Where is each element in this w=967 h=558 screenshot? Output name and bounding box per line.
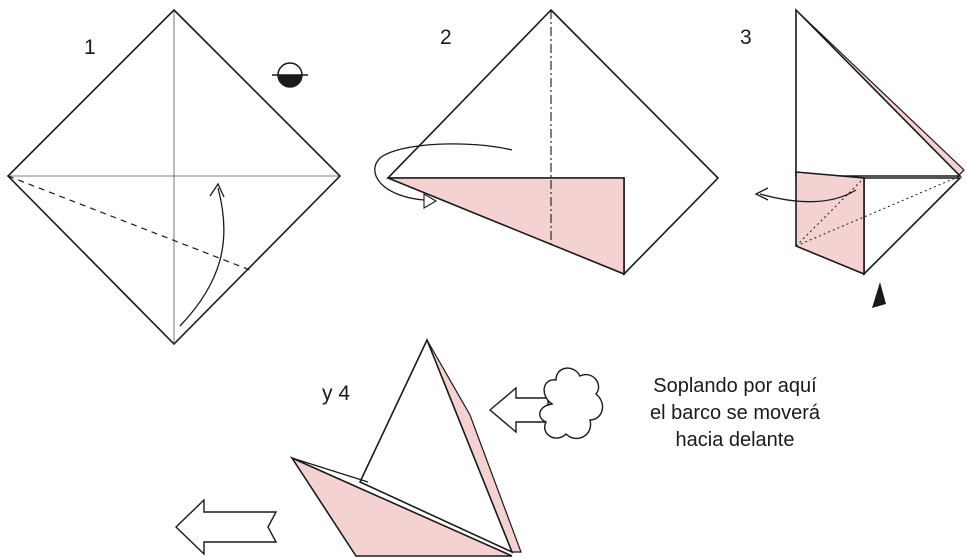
step-3-crease-diagonal — [795, 177, 865, 247]
boat-direction-arrow — [174, 498, 278, 556]
push-pointer-icon — [872, 282, 886, 308]
turn-over-icon — [272, 62, 308, 88]
step-2-arrow-head — [423, 193, 438, 209]
step-3-arrow-head — [754, 187, 769, 201]
step-2-folded-flap — [387, 177, 625, 276]
step-4-label: y 4 — [322, 382, 351, 405]
boat-hull — [289, 456, 513, 557]
caption-line-3: hacia delante — [675, 429, 795, 451]
caption-line-2: el barco se moverá — [649, 402, 821, 424]
step-2-turn-arrow — [374, 143, 513, 201]
boat-hull-inner-edge — [291, 457, 369, 483]
step-2-label: 2 — [440, 26, 452, 49]
step-3-upper-half — [795, 8, 962, 177]
step-3-pull-arrow — [759, 189, 857, 203]
step-1-arrow-head — [209, 182, 225, 198]
step-1-label: 1 — [84, 36, 96, 59]
step-4-boat-figure — [289, 337, 522, 557]
step-3-figure — [754, 8, 965, 308]
blow-cloud-icon — [539, 367, 604, 439]
step-2-figure — [374, 8, 720, 276]
caption-line-1: Soplando por aquí — [653, 375, 817, 397]
step-1-figure — [6, 8, 342, 346]
step-3-pink-flap — [795, 171, 865, 276]
step-3-label: 3 — [740, 26, 752, 49]
boat-sail — [358, 337, 514, 554]
step-3-lower-white — [863, 177, 962, 276]
blow-instruction-caption: Soplando por aquí el barco se moverá hac… — [604, 373, 866, 454]
blow-direction-arrow — [488, 386, 549, 434]
step-1-fold-arrow — [179, 187, 225, 327]
